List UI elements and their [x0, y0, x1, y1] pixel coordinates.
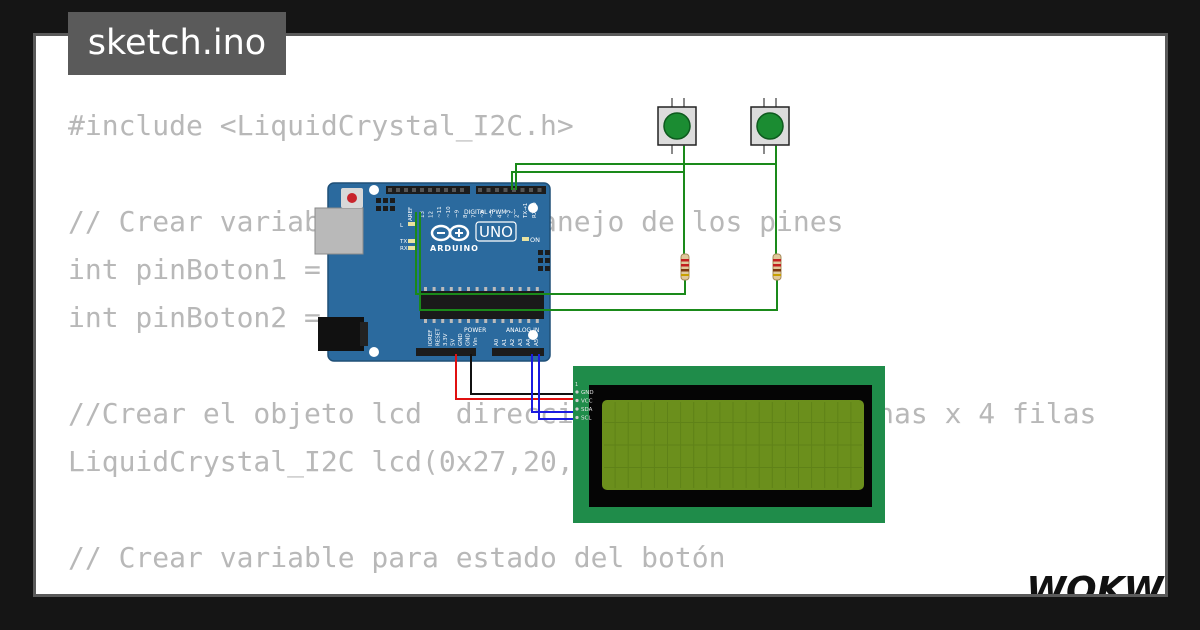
lcd-pin-label: GND	[581, 390, 594, 396]
resistor-2[interactable]	[772, 253, 782, 281]
tx-led-label: TX	[399, 239, 407, 245]
digital-pin-label: 13	[420, 211, 426, 218]
digital-pin-label: RX←0	[532, 202, 538, 218]
digital-pin-label: 12	[429, 211, 435, 218]
digital-pin-label: ~6	[480, 209, 486, 218]
power-pin-label: GND	[466, 333, 472, 346]
analog-pin-label: A3	[518, 338, 524, 346]
wires	[415, 146, 778, 420]
power-pin-label: 3.3V	[443, 333, 449, 346]
lcd-pin-label: SDA	[581, 407, 593, 413]
power-pin-label: RESET	[436, 328, 442, 346]
digital-pin-label: 2	[515, 215, 521, 219]
rx-led-label: RX	[400, 246, 408, 252]
button-2-cap-icon[interactable]	[756, 112, 784, 140]
digital-pin-label: ~11	[437, 206, 443, 218]
push-button-2[interactable]	[750, 98, 790, 154]
button-1-cap-icon[interactable]	[663, 112, 691, 140]
analog-pin-label: A1	[502, 339, 508, 346]
digital-header-label: DIGITAL (PWM ~)	[464, 209, 516, 216]
push-button-1[interactable]	[657, 98, 697, 154]
resistor-1[interactable]	[680, 253, 690, 281]
circuit-diagram: UNO ARDUINO DIGITAL (PWM ~) ON L TX RX A…	[314, 98, 885, 523]
wokwi-logo-text: WOKWi	[1026, 570, 1165, 594]
digital-pin-label: ~3	[506, 209, 512, 218]
analog-header-label: ANALOG IN	[506, 327, 539, 334]
power-pin-label: 5V	[451, 339, 457, 346]
analog-pin-label: A2	[510, 339, 516, 346]
usb-port	[314, 207, 364, 255]
aref-label: AREF	[408, 207, 414, 221]
power-pin-label: IOREF	[428, 330, 434, 346]
code-line: // Crear variable para estado del botón	[68, 541, 726, 574]
power-pin-label: GND	[458, 333, 464, 346]
analog-pin-label: A4	[526, 338, 532, 346]
arduino-logo-icon	[430, 224, 470, 242]
project-card: #include <LiquidCrystal_I2C.h> // Crear v…	[36, 36, 1165, 594]
svg-text:1: 1	[575, 382, 578, 388]
code-line: int pinBoton2 = 3;	[68, 301, 372, 334]
file-tab-title[interactable]: sketch.ino	[68, 12, 286, 75]
on-led-label: ON	[530, 236, 540, 244]
digital-pin-label: ~5	[489, 209, 495, 218]
board-brand-label: ARDUINO	[430, 244, 479, 253]
arduino-uno-board[interactable]: UNO ARDUINO DIGITAL (PWM ~) ON L TX RX A…	[314, 182, 551, 362]
code-line: #include <LiquidCrystal_I2C.h>	[68, 109, 574, 142]
lcd-pin-label: SCL	[581, 416, 592, 422]
l-led-label: L	[400, 223, 404, 229]
atmega-chip	[420, 291, 544, 319]
power-jack	[318, 317, 364, 351]
code-preview: #include <LiquidCrystal_I2C.h> // Crear v…	[68, 102, 1096, 594]
power-header-label: POWER	[464, 327, 486, 334]
digital-pin-label: ~9	[454, 209, 460, 218]
analog-pin-label: A5	[534, 338, 540, 346]
digital-pin-label: TX→1	[523, 203, 529, 219]
power-pin-label: Vin	[473, 337, 479, 346]
reset-button[interactable]	[347, 193, 357, 203]
digital-pin-label: 4	[497, 214, 503, 218]
digital-pin-label: 7	[472, 214, 478, 218]
wokwi-logo-icon: WOKWi	[1026, 570, 1165, 594]
code-line: bool estadoBoton1 = LOW;	[68, 582, 1096, 594]
lcd-pin-label: VCC	[581, 399, 593, 405]
digital-pin-label: 8	[463, 214, 469, 218]
board-model-label: UNO	[479, 223, 513, 241]
digital-pin-label: ~10	[446, 206, 452, 218]
analog-pin-label: A0	[494, 338, 500, 346]
